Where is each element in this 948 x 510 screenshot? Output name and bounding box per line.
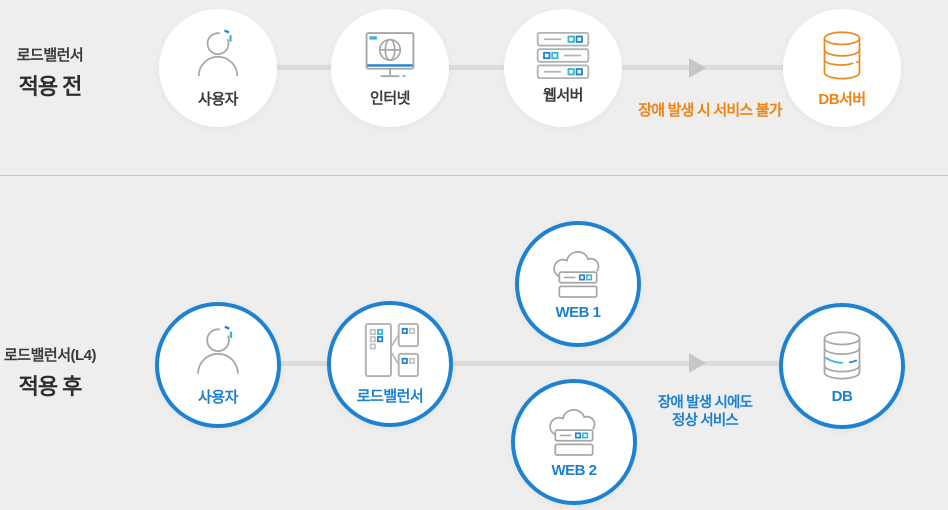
after-node-web1: WEB 1 xyxy=(515,221,641,347)
after-flow-line xyxy=(218,361,842,366)
node-label: WEB 1 xyxy=(555,304,601,321)
before-caption: 장애 발생 시 서비스 불가 xyxy=(638,102,782,119)
node-label: DB xyxy=(831,388,853,405)
node-label: DB서버 xyxy=(818,91,866,108)
server-rack-icon xyxy=(534,31,592,79)
after-title-big: 적용 후 xyxy=(18,374,83,399)
after-section-title: 로드밸런서(L4) 적용 후 xyxy=(0,344,100,401)
after-title-small: 로드밸런서(L4) xyxy=(4,347,97,364)
node-label: 웹서버 xyxy=(543,86,583,104)
section-divider xyxy=(0,175,948,176)
before-section-title: 로드밸런서 적용 전 xyxy=(0,44,100,101)
after-caption-line2: 정상 서비스 xyxy=(672,413,739,429)
user-icon xyxy=(190,27,246,83)
before-title-big: 적용 전 xyxy=(18,74,83,99)
database-icon xyxy=(814,327,870,383)
database-icon xyxy=(814,27,870,83)
after-node-db: DB xyxy=(779,303,905,429)
before-arrow-icon xyxy=(689,58,706,78)
before-node-webserver: 웹서버 xyxy=(504,9,622,127)
after-node-user: 사용자 xyxy=(155,302,281,428)
after-node-loadbalancer: 로드밸런서 xyxy=(327,301,453,427)
after-arrow-icon xyxy=(689,353,706,373)
node-label: 인터넷 xyxy=(370,89,410,107)
node-label: WEB 2 xyxy=(551,462,597,479)
node-label: 로드밸런서 xyxy=(356,388,424,405)
cloud-server-icon xyxy=(546,247,610,299)
before-title-small: 로드밸런서 xyxy=(16,47,84,64)
node-label: 사용자 xyxy=(198,389,238,406)
load-balancer-icon xyxy=(359,322,421,380)
before-node-internet: 인터넷 xyxy=(331,9,449,127)
internet-monitor-icon xyxy=(360,29,420,82)
after-node-web2: WEB 2 xyxy=(511,379,637,505)
cloud-server-icon xyxy=(542,405,606,457)
user-icon xyxy=(189,323,247,381)
node-label: 사용자 xyxy=(198,91,238,108)
after-caption: 장애 발생 시에도 정상 서비스 xyxy=(625,394,785,430)
after-caption-line1: 장애 발생 시에도 xyxy=(657,395,753,411)
before-node-dbserver: DB서버 xyxy=(783,9,901,127)
before-node-user: 사용자 xyxy=(159,9,277,127)
